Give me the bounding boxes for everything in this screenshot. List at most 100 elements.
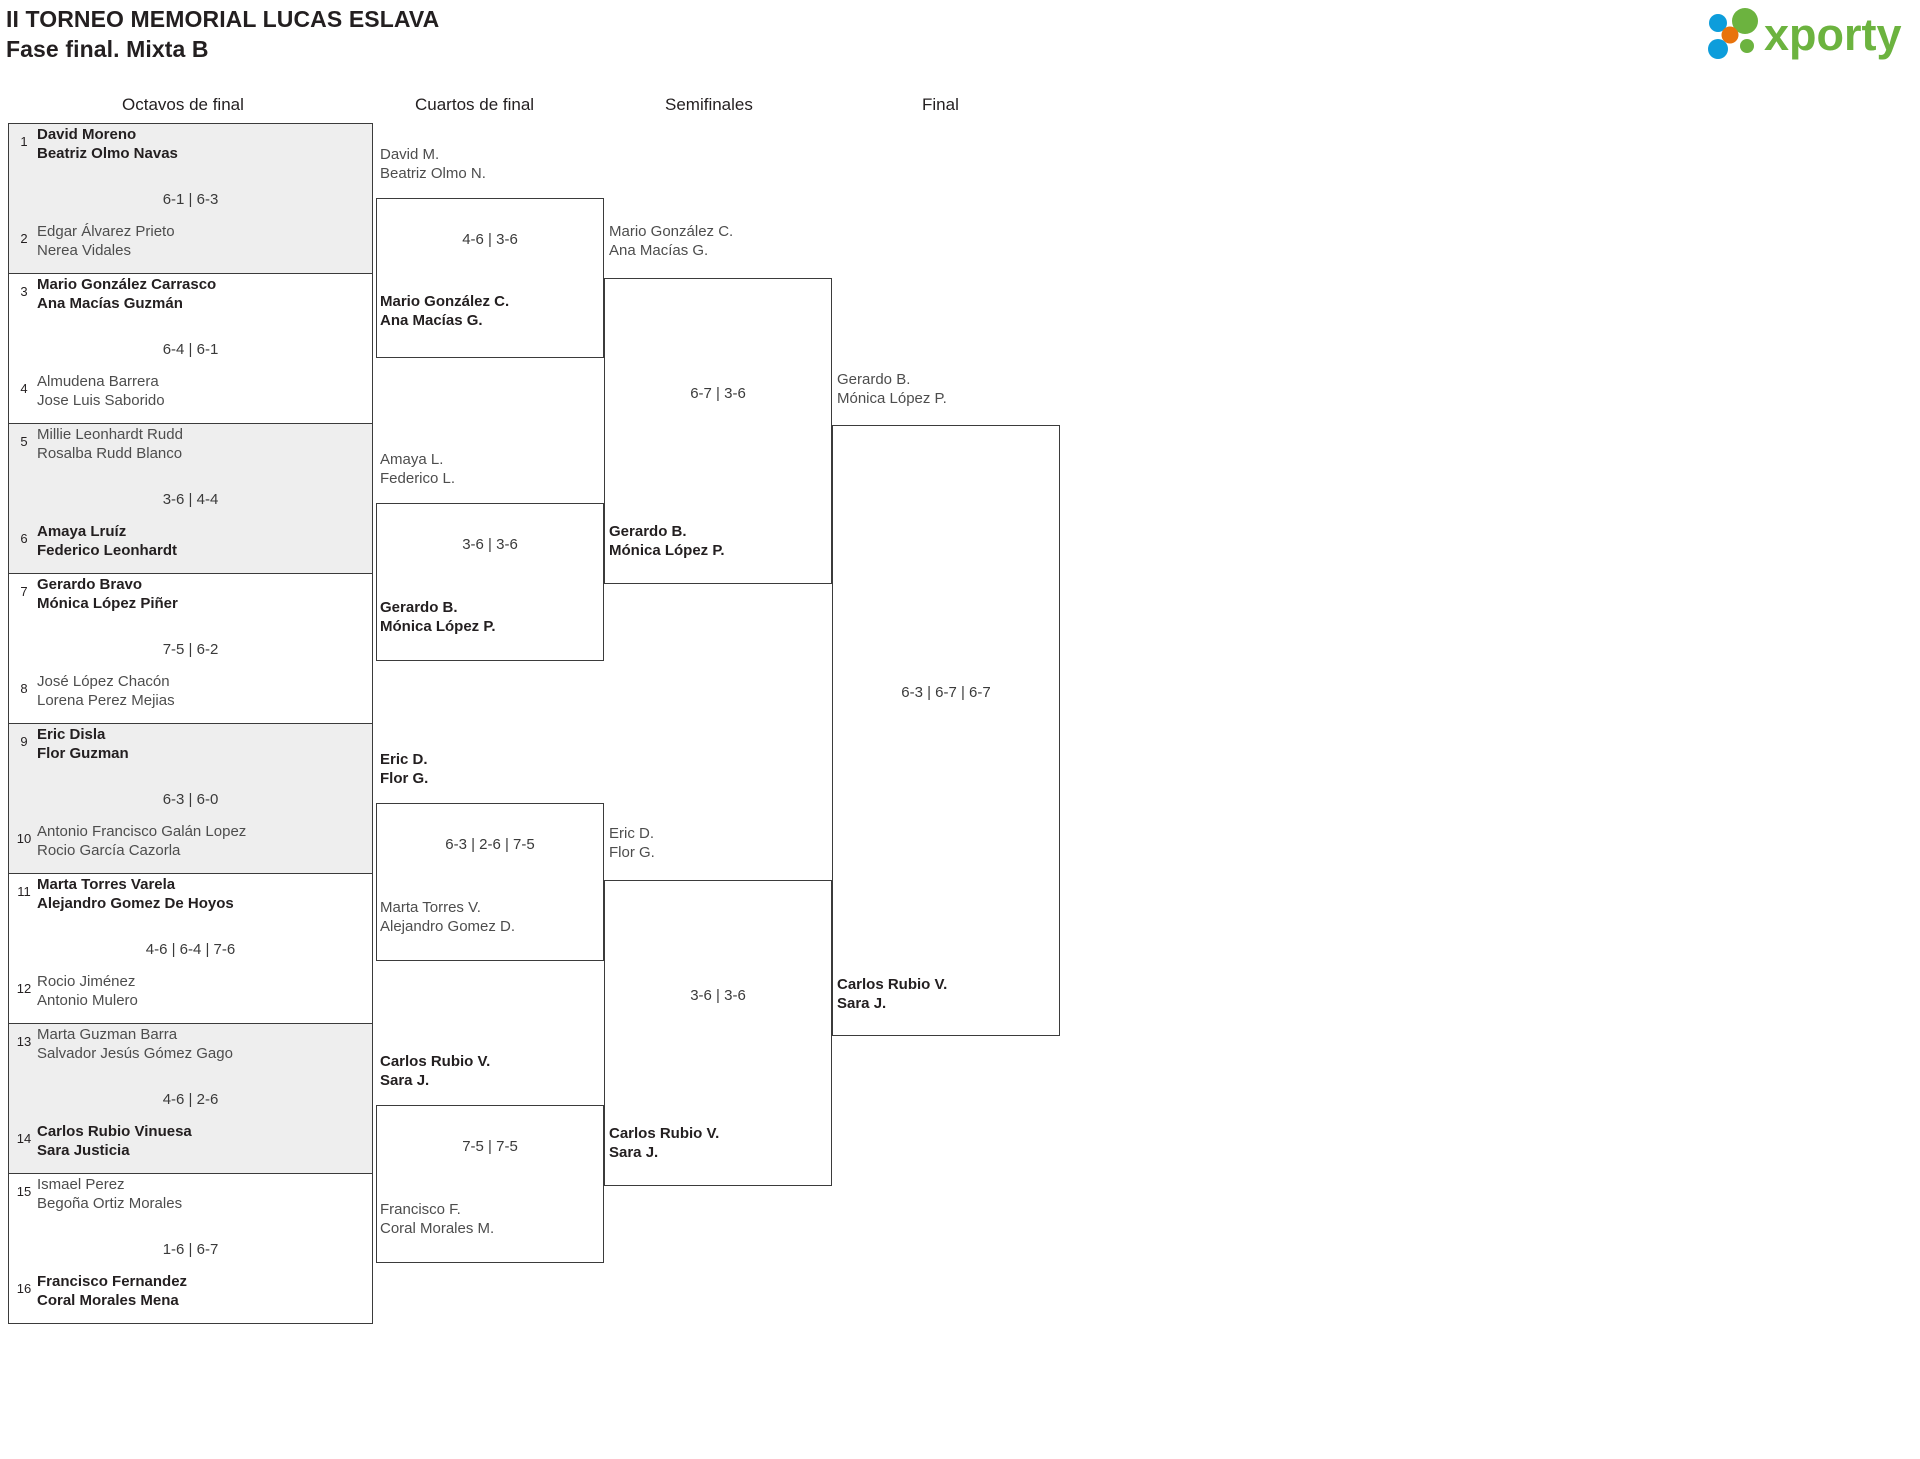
qf1-score: 4-6 | 3-6 bbox=[462, 231, 518, 248]
seed-number: 15 bbox=[16, 1184, 32, 1199]
seed-number: 16 bbox=[16, 1281, 32, 1296]
qf3-score: 6-3 | 2-6 | 7-5 bbox=[445, 836, 535, 853]
r16-team-top: Gerardo Bravo Mónica López Piñer bbox=[37, 576, 366, 613]
player-name: Mario González C. bbox=[609, 223, 734, 240]
player-name: Beatriz Olmo N. bbox=[380, 165, 486, 182]
player-name: Marta Torres V. bbox=[380, 899, 481, 916]
player-name: Ismael Perez bbox=[37, 1176, 125, 1193]
player-name: Ana Macías G. bbox=[380, 312, 483, 329]
player-name: Alejandro Gomez De Hoyos bbox=[37, 894, 234, 912]
r16-team-bottom: Carlos Rubio Vinuesa Sara Justicia bbox=[37, 1123, 366, 1160]
r16-team-bottom: Amaya Lruíz Federico Leonhardt bbox=[37, 523, 366, 560]
player-name: Federico Leonhardt bbox=[37, 541, 178, 559]
page-title: II TORNEO MEMORIAL LUCAS ESLAVA Fase fin… bbox=[6, 4, 439, 64]
r16-match-3[interactable]: 5 Millie Leonhardt Rudd Rosalba Rudd Bla… bbox=[8, 423, 373, 573]
player-name: Coral Morales Mena bbox=[37, 1291, 179, 1309]
player-name: Gerardo B. bbox=[837, 371, 911, 388]
qf4-score: 7-5 | 7-5 bbox=[462, 1138, 518, 1155]
player-name: Carlos Rubio V. bbox=[837, 976, 948, 993]
seed-number: 5 bbox=[20, 434, 28, 449]
seed-number: 2 bbox=[20, 231, 28, 246]
seed-number: 14 bbox=[16, 1131, 32, 1146]
player-name: Sara J. bbox=[380, 1072, 430, 1089]
player-name: Eric D. bbox=[380, 751, 428, 768]
qf-match-3[interactable]: 6-3 | 2-6 | 7-5 bbox=[376, 803, 604, 961]
round-header-semis: Semifinales bbox=[665, 95, 753, 114]
player-name: Eric D. bbox=[609, 825, 654, 842]
sf2-score: 3-6 | 3-6 bbox=[690, 987, 746, 1004]
final-score: 6-3 | 6-7 | 6-7 bbox=[901, 684, 991, 701]
qf2-score: 3-6 | 3-6 bbox=[462, 536, 518, 553]
r16-score-4: 7-5 | 6-2 bbox=[162, 641, 219, 658]
player-name: Mario González Carrasco bbox=[37, 276, 217, 293]
player-name: Marta Torres Varela bbox=[37, 876, 176, 893]
qf3-team-top: Eric D. Flor G. bbox=[380, 750, 428, 788]
player-name: Alejandro Gomez D. bbox=[380, 918, 516, 935]
r16-score-2: 6-4 | 6-1 bbox=[162, 341, 219, 358]
r16-team-top: Mario González Carrasco Ana Macías Guzmá… bbox=[37, 276, 366, 313]
r16-team-top: Millie Leonhardt Rudd Rosalba Rudd Blanc… bbox=[37, 426, 366, 463]
player-name: Flor G. bbox=[380, 770, 429, 787]
sf1-score: 6-7 | 3-6 bbox=[690, 385, 746, 402]
player-name: Begoña Ortiz Morales bbox=[37, 1194, 183, 1212]
seed-number: 13 bbox=[16, 1034, 32, 1049]
seed-number: 7 bbox=[20, 584, 28, 599]
player-name: Amaya L. bbox=[380, 451, 444, 468]
player-name: Mario González C. bbox=[380, 293, 510, 310]
player-name: Carlos Rubio V. bbox=[380, 1053, 491, 1070]
player-name: Gerardo B. bbox=[380, 599, 458, 616]
r16-match-8[interactable]: 15 Ismael Perez Begoña Ortiz Morales 16 … bbox=[8, 1173, 373, 1324]
player-name: Mónica López P. bbox=[380, 618, 496, 635]
final-match[interactable]: 6-3 | 6-7 | 6-7 bbox=[832, 425, 1060, 1036]
logo-dots-icon bbox=[1708, 8, 1758, 59]
seed-number: 6 bbox=[20, 531, 28, 546]
r16-team-bottom: Antonio Francisco Galán Lopez Rocio Garc… bbox=[37, 823, 366, 860]
player-name: Almudena Barrera bbox=[37, 373, 159, 390]
player-name: Mónica López P. bbox=[609, 542, 725, 559]
r16-match-7[interactable]: 13 Marta Guzman Barra Salvador Jesús Góm… bbox=[8, 1023, 373, 1173]
player-name: David M. bbox=[380, 146, 440, 163]
sf-match-1[interactable]: 6-7 | 3-6 bbox=[604, 278, 832, 584]
sf1-team-bottom: Gerardo B. Mónica López P. bbox=[609, 522, 725, 560]
player-name: Millie Leonhardt Rudd bbox=[37, 426, 183, 443]
player-name: Sara J. bbox=[837, 995, 887, 1012]
seed-number: 11 bbox=[17, 884, 31, 899]
player-name: Beatriz Olmo Navas bbox=[37, 144, 178, 162]
qf4-team-top: Carlos Rubio V. Sara J. bbox=[380, 1052, 490, 1090]
player-name: Gerardo B. bbox=[609, 523, 687, 540]
player-name: Mónica López Piñer bbox=[37, 594, 178, 612]
r16-match-4[interactable]: 7 Gerardo Bravo Mónica López Piñer 8 Jos… bbox=[8, 573, 373, 723]
seed-number: 12 bbox=[16, 981, 32, 996]
player-name: Flor Guzman bbox=[37, 744, 129, 762]
final-team-bottom: Carlos Rubio V. Sara J. bbox=[837, 975, 947, 1013]
player-name: Rosalba Rudd Blanco bbox=[37, 444, 183, 462]
qf2-team-bottom: Gerardo B. Mónica López P. bbox=[380, 598, 496, 636]
r16-team-top: Marta Guzman Barra Salvador Jesús Gómez … bbox=[37, 1026, 366, 1063]
round-header-final: Final bbox=[922, 95, 959, 114]
r16-score-6: 4-6 | 6-4 | 7-6 bbox=[145, 941, 236, 958]
r16-team-top: Marta Torres Varela Alejandro Gomez De H… bbox=[37, 876, 366, 913]
qf-match-4[interactable]: 7-5 | 7-5 bbox=[376, 1105, 604, 1263]
player-name: Francisco F. bbox=[380, 1201, 461, 1218]
qf-match-1[interactable]: 4-6 | 3-6 bbox=[376, 198, 604, 358]
xporty-logo[interactable]: xporty bbox=[1700, 8, 1910, 60]
qf1-team-top: David M. Beatriz Olmo N. bbox=[380, 145, 486, 183]
seed-number: 10 bbox=[16, 831, 32, 846]
r16-match-5[interactable]: 9 Eric Disla Flor Guzman 10 Antonio Fran… bbox=[8, 723, 373, 873]
player-name: Salvador Jesús Gómez Gago bbox=[37, 1044, 233, 1062]
round-header-cuartos: Cuartos de final bbox=[415, 95, 535, 114]
player-name: Antonio Mulero bbox=[37, 991, 138, 1009]
final-team-top: Gerardo B. Mónica López P. bbox=[837, 370, 947, 408]
qf2-team-top: Amaya L. Federico L. bbox=[380, 450, 455, 488]
qf3-team-bottom: Marta Torres V. Alejandro Gomez D. bbox=[380, 898, 515, 936]
r16-match-6[interactable]: 11 Marta Torres Varela Alejandro Gomez D… bbox=[8, 873, 373, 1023]
qf-match-2[interactable]: 3-6 | 3-6 bbox=[376, 503, 604, 661]
sf-match-2[interactable]: 3-6 | 3-6 bbox=[604, 880, 832, 1186]
r16-match-1[interactable]: 1 David Moreno Beatriz Olmo Navas 2 Edga… bbox=[8, 123, 373, 273]
r16-team-top: David Moreno Beatriz Olmo Navas bbox=[37, 126, 366, 163]
player-name: Sara J. bbox=[609, 1144, 659, 1161]
player-name: Lorena Perez Mejias bbox=[37, 691, 175, 709]
r16-team-top: Ismael Perez Begoña Ortiz Morales bbox=[37, 1176, 366, 1213]
r16-match-2[interactable]: 3 Mario González Carrasco Ana Macías Guz… bbox=[8, 273, 373, 423]
